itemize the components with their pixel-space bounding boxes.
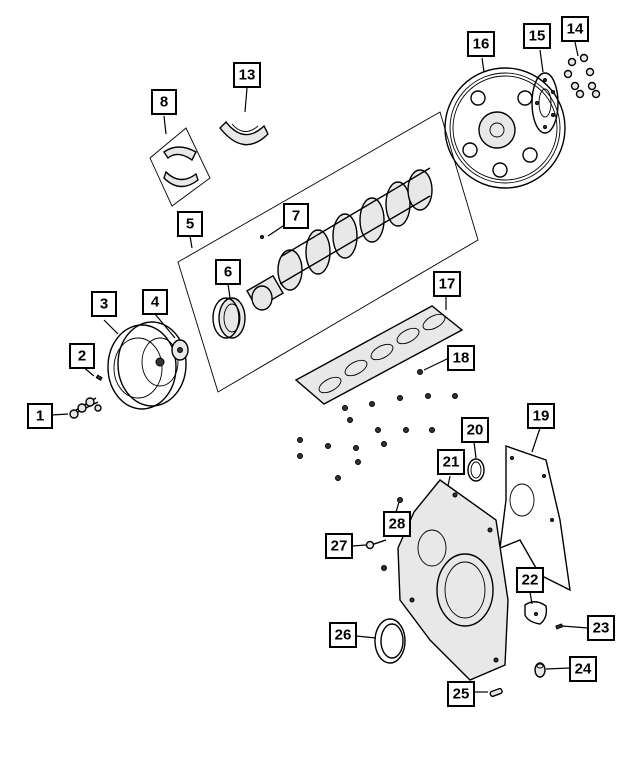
callout-label: 7 — [292, 208, 300, 225]
crankshaft-part — [246, 167, 433, 311]
adapter-plate-part — [531, 72, 559, 134]
callout-label: 25 — [453, 686, 470, 703]
rear-main-seal-part — [374, 618, 406, 664]
callout-label: 19 — [533, 408, 550, 425]
o-ring-part — [467, 458, 485, 482]
callout-label: 3 — [100, 296, 108, 313]
callout-label: 16 — [473, 36, 490, 53]
callout-25: 25 — [447, 681, 475, 707]
callout-20: 20 — [461, 417, 489, 443]
flywheel-housing-part — [397, 479, 509, 681]
callout-16: 16 — [467, 31, 495, 57]
callout-23: 23 — [587, 615, 615, 641]
small-bolt-part — [397, 497, 403, 503]
callout-label: 2 — [78, 348, 86, 365]
crankshaft-group-frame — [177, 111, 479, 393]
flexplate-bolts-part — [563, 53, 601, 99]
callout-label: 14 — [567, 21, 584, 38]
callout-8: 8 — [151, 89, 177, 115]
callout-3: 3 — [91, 291, 117, 317]
vibration-damper-part — [107, 321, 187, 410]
callout-label: 17 — [439, 276, 456, 293]
callout-1: 1 — [27, 403, 53, 429]
callout-5: 5 — [177, 211, 203, 237]
callout-label: 21 — [443, 454, 460, 471]
thrust-bearing-part — [219, 120, 269, 146]
callout-label: 26 — [335, 627, 352, 644]
callout-label: 13 — [239, 67, 256, 84]
main-bearing-part — [149, 127, 211, 207]
callout-label: 22 — [522, 572, 539, 589]
callout-27: 27 — [325, 533, 353, 559]
crankshaft-gear-part — [212, 297, 246, 339]
dowel-pin-part — [555, 623, 564, 630]
callout-label: 8 — [160, 94, 168, 111]
callout-14: 14 — [561, 16, 589, 42]
damper-bolts-part — [69, 397, 102, 419]
callout-label: 18 — [453, 350, 470, 367]
small-gasket-part — [524, 601, 548, 625]
callout-label: 20 — [467, 422, 484, 439]
plug-part — [534, 662, 546, 678]
callout-label: 23 — [593, 620, 610, 637]
callout-13: 13 — [233, 62, 261, 88]
callout-22: 22 — [516, 567, 544, 593]
damper-washer-part — [171, 339, 189, 361]
callout-label: 5 — [186, 216, 194, 233]
callout-6: 6 — [215, 259, 241, 285]
callout-label: 4 — [151, 294, 160, 311]
callout-21: 21 — [437, 449, 465, 475]
callout-15: 15 — [523, 23, 551, 49]
windage-tray-part — [294, 305, 464, 405]
callout-label: 15 — [529, 28, 546, 45]
housing-bolt-part — [365, 539, 387, 571]
callout-2: 2 — [69, 343, 95, 369]
tray-bolts-part — [297, 369, 458, 481]
callout-28: 28 — [383, 511, 411, 537]
callout-7: 7 — [283, 203, 309, 229]
callout-17: 17 — [433, 271, 461, 297]
callout-label: 27 — [331, 538, 348, 555]
callout-label: 1 — [36, 408, 44, 425]
callout-19: 19 — [527, 403, 555, 429]
callout-26: 26 — [329, 622, 357, 648]
leader-lines — [51, 41, 589, 693]
callout-18: 18 — [447, 345, 475, 371]
flexplate-part — [444, 67, 566, 189]
callout-4: 4 — [142, 289, 168, 315]
callout-24: 24 — [569, 656, 597, 682]
callout-label: 28 — [389, 516, 406, 533]
key-part — [95, 374, 103, 381]
dowel-part — [489, 687, 503, 698]
callout-label: 24 — [575, 661, 592, 678]
callout-label: 6 — [224, 264, 232, 281]
